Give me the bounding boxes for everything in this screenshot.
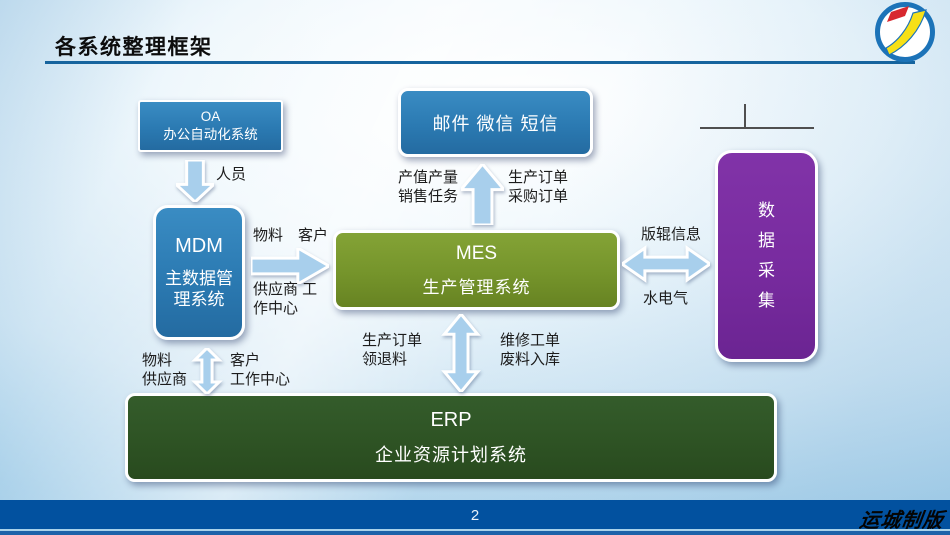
box-mdm-system: MDM 主数据管理系统 xyxy=(153,205,245,340)
double-vertical-arrow-icon xyxy=(191,348,223,394)
label-production-purchase-orders: 生产订单 采购订单 xyxy=(508,169,569,205)
label-production-order-material: 生产订单 领退料 xyxy=(362,332,423,368)
label-personnel: 人员 xyxy=(216,166,247,183)
oa-subtitle: 办公自动化系统 xyxy=(163,127,258,142)
box-data-acquisition: 数据采集 xyxy=(715,150,818,362)
label-maintenance-scrap: 维修工单 废料入库 xyxy=(500,332,561,368)
page-number: 2 xyxy=(470,507,480,524)
mdm-subtitle: 主数据管理系统 xyxy=(165,268,233,309)
mdm-title: MDM xyxy=(175,234,223,257)
company-logo-icon xyxy=(875,2,935,62)
footer-bar: 2 运城制版 xyxy=(0,500,950,535)
oa-title: OA xyxy=(200,108,221,124)
connector-line-horizontal xyxy=(700,127,814,129)
daq-label: 数据采集 xyxy=(758,201,775,310)
page-title: 各系统整理框架 xyxy=(55,36,213,59)
label-supplier-workcenter: 供应商 工作中心 xyxy=(253,281,318,317)
box-oa-system: OA 办公自动化系统 xyxy=(138,100,283,152)
erp-subtitle: 企业资源计划系统 xyxy=(375,444,527,465)
title-underline xyxy=(45,61,915,64)
label-material-supplier: 物料 供应商 xyxy=(142,352,188,388)
mes-title: MES xyxy=(455,242,498,264)
box-mail-wechat-sms: 邮件 微信 短信 xyxy=(398,88,593,157)
up-arrow-icon xyxy=(461,164,504,225)
mes-subtitle: 生产管理系统 xyxy=(422,277,531,297)
double-horizontal-arrow-icon xyxy=(622,245,710,283)
box-mes-system: MES 生产管理系统 xyxy=(333,230,620,310)
down-arrow-icon xyxy=(176,160,214,202)
right-arrow-icon xyxy=(251,248,329,284)
footer-accent-line xyxy=(0,529,950,531)
label-customer-workcenter: 客户 工作中心 xyxy=(230,352,291,388)
box-erp-system: ERP 企业资源计划系统 xyxy=(125,393,777,482)
label-utilities: 水电气 xyxy=(643,290,689,307)
erp-title: ERP xyxy=(430,408,472,431)
label-output-sales: 产值产量 销售任务 xyxy=(398,169,459,205)
footer-bottom-strip xyxy=(0,531,950,535)
connector-line-vertical xyxy=(744,104,746,129)
label-material-customer: 物料 客户 xyxy=(253,227,329,244)
mail-label: 邮件 微信 短信 xyxy=(432,113,559,134)
double-vertical-arrow-icon xyxy=(439,314,483,392)
label-roller-info: 版辊信息 xyxy=(641,226,702,243)
